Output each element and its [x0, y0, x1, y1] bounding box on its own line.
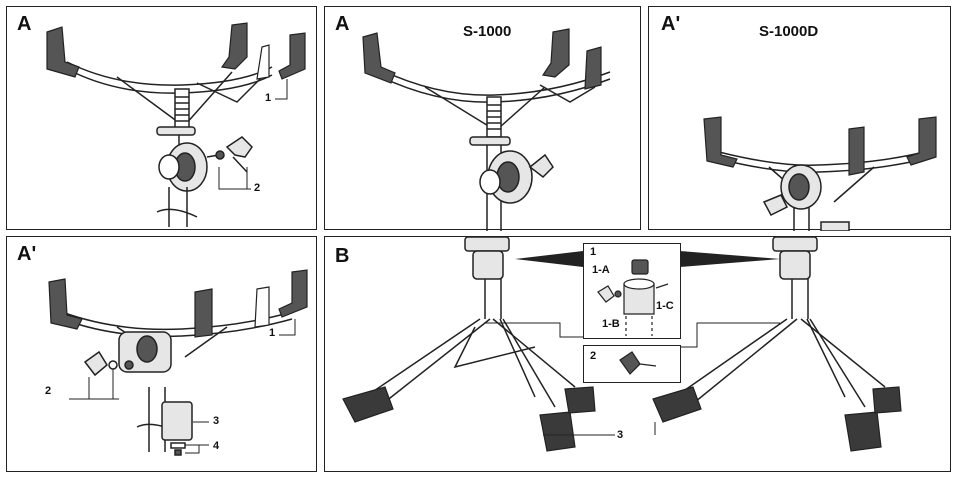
panel-label: A	[17, 13, 32, 35]
part-1a-label: 1-A	[592, 264, 610, 276]
panel-a-s1000: A S-1000	[324, 6, 641, 231]
inset-title: 1	[590, 246, 597, 258]
panel-a-prime-detail: A' 1 2 3 4	[6, 236, 317, 472]
panel-label: B	[335, 245, 350, 267]
panel-a-prime-s1000d: A' S-1000D	[648, 6, 951, 231]
inset-title: 2	[590, 350, 597, 362]
panel-label: A'	[661, 13, 681, 35]
panel-label: A	[335, 13, 350, 35]
clamp-parts-drawing	[597, 259, 669, 336]
model-name: S-1000D	[759, 23, 819, 40]
snare-stand-legs-drawing	[342, 237, 902, 452]
inset-wing-bolt: 2	[583, 345, 681, 383]
callout-2: 2	[45, 385, 52, 397]
part-1c-label: 1-C	[656, 300, 674, 312]
panel-label: A'	[17, 243, 37, 265]
snare-basket-a-drawing	[46, 22, 306, 227]
callout-3: 3	[213, 415, 220, 427]
panel-b-stands: B	[324, 236, 951, 472]
snare-stand-s1000d-top-drawing	[703, 116, 937, 231]
callout-1: 1	[265, 92, 272, 104]
snare-stand-s1000-top-drawing	[362, 28, 611, 231]
snare-basket-a-prime-drawing	[48, 269, 308, 456]
callout-1: 1	[269, 327, 276, 339]
callout-3: 3	[617, 429, 624, 441]
model-name: S-1000	[463, 23, 512, 40]
part-1b-label: 1-B	[602, 318, 620, 330]
wing-bolt-drawing	[619, 351, 657, 375]
inset-clamp-parts: 1 1-A 1-B 1-C	[583, 243, 681, 339]
callout-2: 2	[254, 182, 261, 194]
callout-4: 4	[213, 440, 220, 452]
panel-a-detail: A	[6, 6, 317, 230]
